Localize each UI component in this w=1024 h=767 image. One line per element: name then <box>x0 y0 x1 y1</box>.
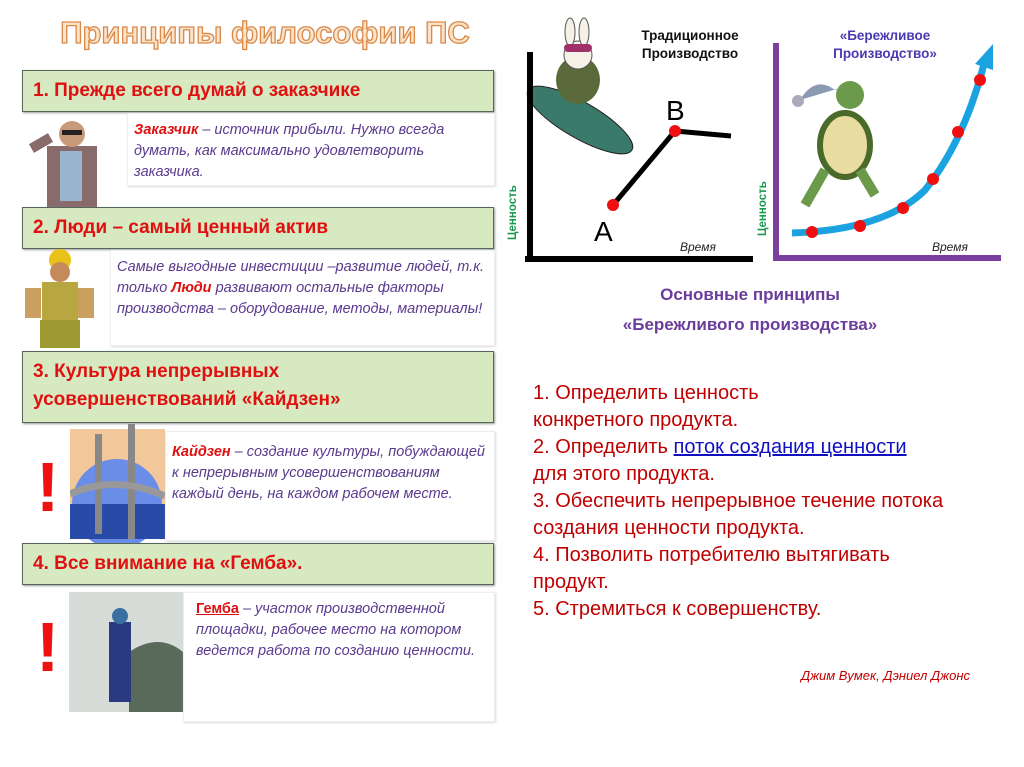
y-axis <box>527 52 533 262</box>
customer-image <box>28 121 97 208</box>
term-kaizen: Кайдзен <box>172 444 231 460</box>
description-text: – участок производственной площадки, раб… <box>196 601 476 659</box>
list-item: 5. Стремиться к совершенству. <box>533 598 822 620</box>
caption-line: Основные принципы <box>660 285 840 304</box>
y-axis-label: Ценность <box>757 181 769 236</box>
exclamation-icon: ! <box>36 448 60 526</box>
growth-curve <box>791 59 989 237</box>
bridge-image <box>70 424 166 544</box>
point-a-label: A <box>594 216 613 247</box>
term-people: Люди <box>171 280 212 296</box>
x-axis-label: Время <box>680 240 716 254</box>
curve-point <box>854 220 866 232</box>
gemba-image <box>69 592 183 712</box>
lean-principles-caption: Основные принципы «Бережливого производст… <box>560 280 940 340</box>
list-item: 2. Определить поток создания ценности дл… <box>533 434 933 488</box>
curve-point <box>952 126 964 138</box>
point-a <box>607 199 619 211</box>
description-text: – источник прибыли. Нужно всегда думать,… <box>134 122 445 180</box>
principle-4-description: Гемба – участок производственной площадк… <box>183 592 495 722</box>
curve-arrowhead <box>975 44 993 70</box>
turtle-runner-image <box>792 81 880 208</box>
list-item: 1. Определить ценность конкретного проду… <box>533 382 759 431</box>
term-gemba: Гемба <box>196 601 239 617</box>
list-item: 4. Позволить потребителю вытягивать прод… <box>533 544 890 593</box>
list-text: для этого продукта. <box>533 463 715 485</box>
principle-1-description: Заказчик – источник прибыли. Нужно всегд… <box>127 113 495 186</box>
list-text: 2. Определить <box>533 436 674 458</box>
title-line: Традиционное <box>641 28 739 43</box>
traditional-production-chart <box>525 17 753 262</box>
y-axis <box>773 43 779 261</box>
exclamation-icon: ! <box>36 608 60 686</box>
description-text: развивают остальные факторы производства… <box>117 280 483 317</box>
caption-line: «Бережливого производства» <box>622 315 878 334</box>
principle-3-description: Кайдзен – создание культуры, побуждающей… <box>165 431 495 541</box>
curve-points <box>806 74 986 238</box>
x-axis <box>773 255 1001 261</box>
principle-2-description: Самые выгодные инвестиции –развитие люде… <box>110 250 495 346</box>
description-text: Самые выгодные инвестиции –развитие люде… <box>117 259 485 296</box>
principle-1-heading: 1. Прежде всего думай о заказчике <box>22 70 494 112</box>
curve-point <box>974 74 986 86</box>
x-axis-label: Время <box>932 240 968 254</box>
description-text: – создание культуры, побуждающей к непре… <box>172 444 485 502</box>
lean-principles-list: 1. Определить ценность конкретного проду… <box>533 380 1013 623</box>
principle-3-heading: 3. Культура непрерывных усовершенствован… <box>22 351 494 423</box>
point-b-label: B <box>666 95 685 126</box>
author-credit: Джим Вумек, Дэниел Джонс <box>800 668 970 683</box>
y-axis-label: Ценность <box>507 185 519 240</box>
x-axis <box>525 256 753 262</box>
principle-2-heading: 2. Люди – самый ценный актив <box>22 207 494 249</box>
title-line: Производство <box>641 46 739 61</box>
curve-point <box>897 202 909 214</box>
lean-production-chart <box>773 43 1001 261</box>
hare-snowboarder-image <box>526 17 634 155</box>
curve-point <box>927 173 939 185</box>
worker-image <box>25 249 94 348</box>
slide-title: Принципы философии ПС <box>60 14 471 50</box>
value-stream-link[interactable]: поток создания ценности <box>673 436 907 458</box>
term-customer: Заказчик <box>134 122 199 138</box>
point-b <box>669 125 681 137</box>
list-item: 3. Обеспечить непрерывное течение потока… <box>533 490 944 539</box>
curve-point <box>806 226 818 238</box>
title-line: Производство» <box>833 46 937 61</box>
principle-4-heading: 4. Все внимание на «Гемба». <box>22 543 494 585</box>
title-line: «Бережливое <box>839 28 931 43</box>
